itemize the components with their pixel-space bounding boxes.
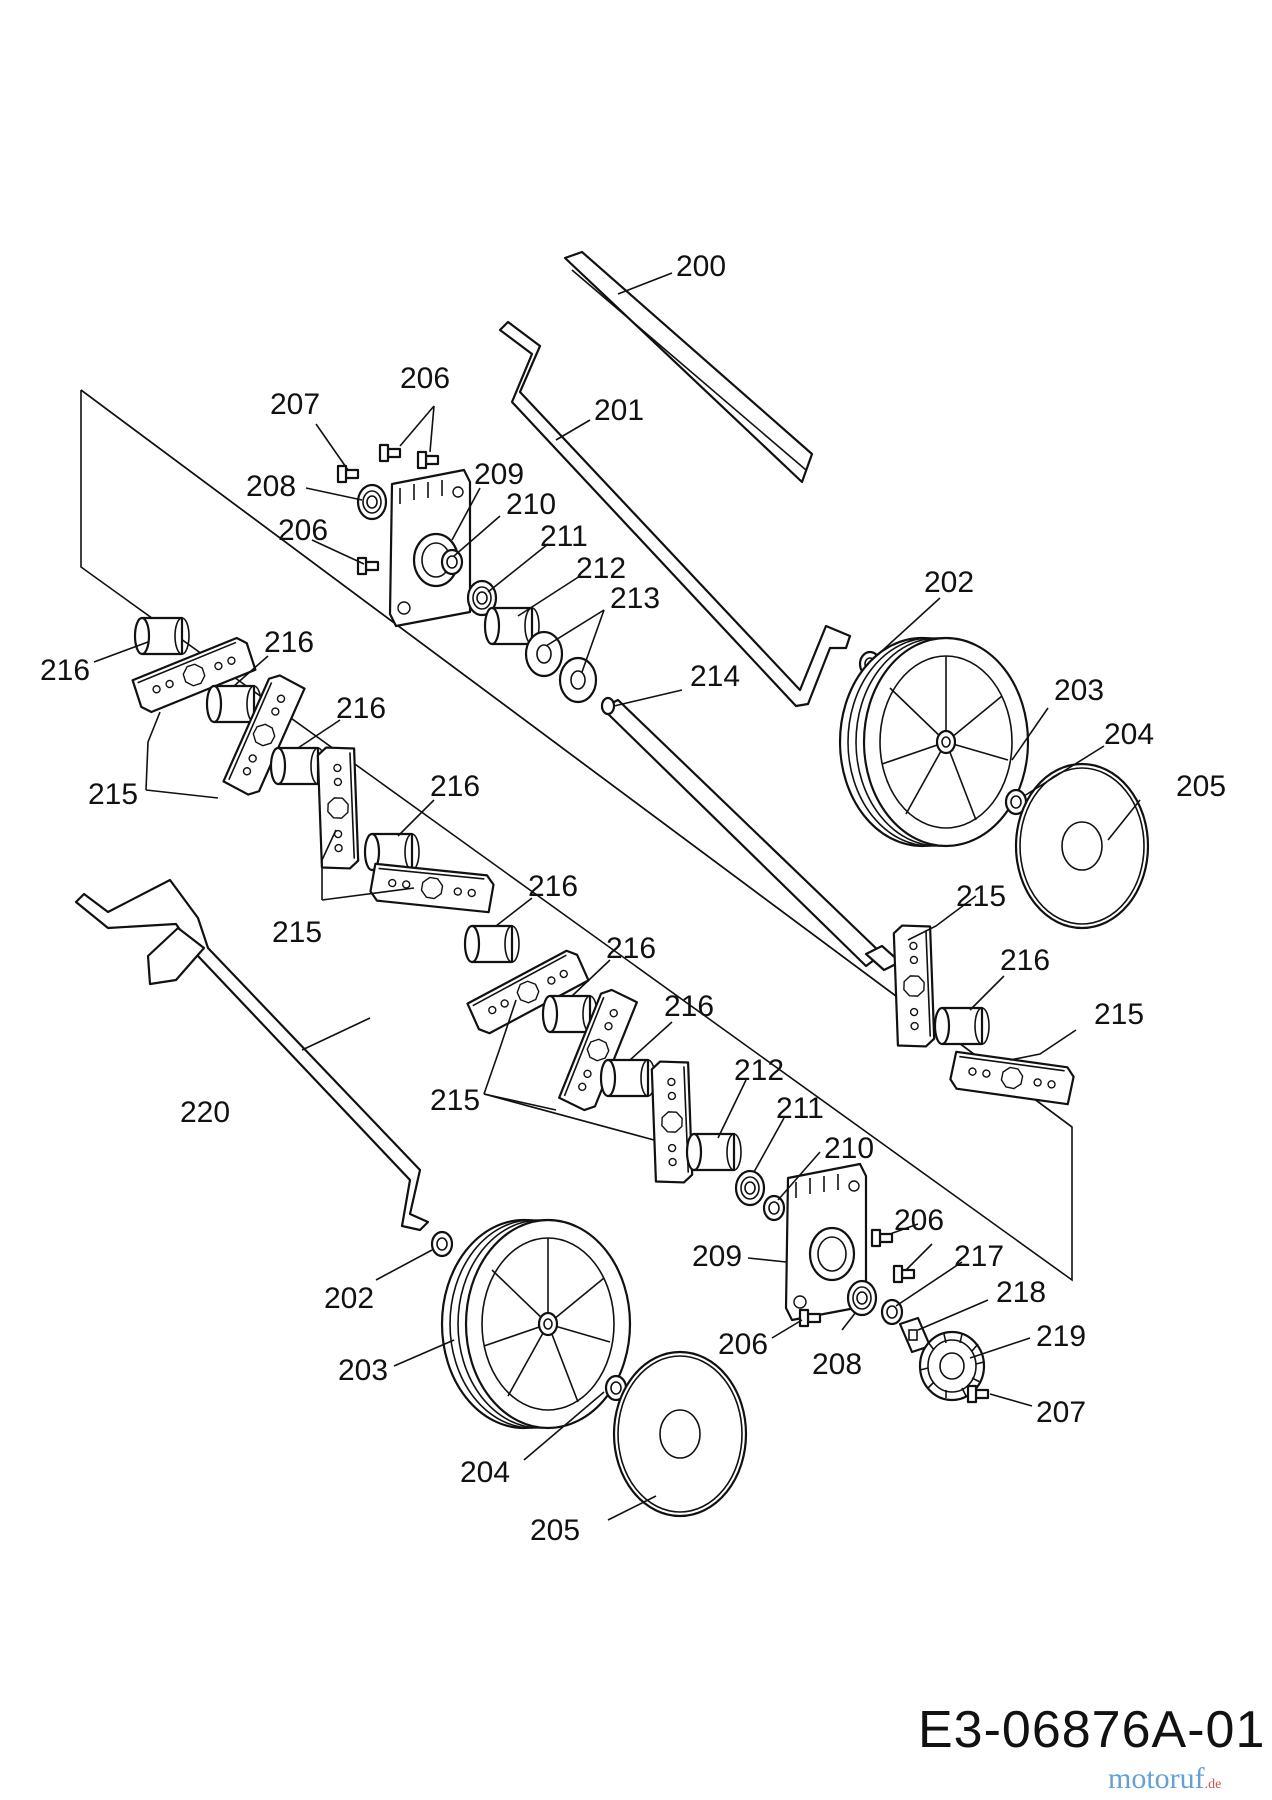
label-212: 212 [576, 552, 626, 585]
label-216: 216 [528, 870, 578, 903]
label-206: 206 [278, 514, 328, 547]
part-blade-3 [312, 746, 364, 870]
label-216: 216 [40, 654, 90, 687]
leader-lines [93, 272, 1141, 1521]
part-drive-shaft [600, 696, 902, 972]
part-right-lever [498, 320, 852, 708]
label-215: 215 [272, 916, 322, 949]
part-spacer-5 [463, 924, 521, 964]
part-washer-202-left [430, 1230, 454, 1258]
label-213: 213 [610, 582, 660, 615]
part-screw-206-c [356, 556, 380, 576]
part-washer-210-lower [762, 1194, 786, 1222]
label-210: 210 [824, 1132, 874, 1165]
label-214: 214 [690, 660, 740, 693]
label-215: 215 [956, 880, 1006, 913]
watermark-tld: .de [1204, 1777, 1222, 1792]
part-cover-strip [563, 250, 814, 484]
label-220: 220 [180, 1096, 230, 1129]
label-202: 202 [324, 1282, 374, 1315]
part-blade-4 [367, 854, 497, 922]
part-screw-206-d [870, 1228, 894, 1248]
label-210: 210 [506, 488, 556, 521]
part-bearing-208-lower [846, 1279, 878, 1317]
part-bearing-plate-upper [388, 468, 472, 628]
part-screw-207-lower [966, 1384, 990, 1404]
label-211: 211 [776, 1092, 824, 1125]
label-204: 204 [460, 1456, 510, 1489]
part-spacer-7 [599, 1058, 657, 1098]
part-spacer-8 [933, 1006, 991, 1046]
label-206: 206 [718, 1328, 768, 1361]
label-217: 217 [954, 1240, 1004, 1273]
label-216: 216 [336, 692, 386, 725]
label-206: 206 [894, 1204, 944, 1237]
part-wheel-right [838, 636, 1030, 848]
label-218: 218 [996, 1276, 1046, 1309]
label-208: 208 [812, 1348, 862, 1381]
document-code: E3-06876A-01 [918, 1701, 1266, 1759]
label-216: 216 [430, 770, 480, 803]
label-216: 216 [264, 626, 314, 659]
label-207: 207 [1036, 1396, 1086, 1429]
label-206: 206 [400, 362, 450, 395]
label-205: 205 [530, 1514, 580, 1547]
part-wheel-left [440, 1218, 632, 1430]
label-200: 200 [676, 250, 726, 283]
part-shims-213 [524, 630, 598, 704]
label-215: 215 [88, 778, 138, 811]
part-screw-207-upper [336, 464, 360, 484]
watermark-brand: motoruf [1108, 1762, 1205, 1795]
label-203: 203 [338, 1354, 388, 1387]
part-spacer-3 [269, 746, 327, 786]
label-209: 209 [692, 1240, 742, 1273]
label-207: 207 [270, 388, 320, 421]
part-screw-206-a [378, 443, 402, 463]
label-208: 208 [246, 470, 296, 503]
part-hubcap-left [612, 1350, 748, 1518]
part-blade-8 [888, 924, 940, 1048]
part-blade-9 [947, 1042, 1077, 1114]
part-spacer-1 [133, 616, 191, 656]
label-204: 204 [1104, 718, 1154, 751]
label-201: 201 [594, 394, 644, 427]
label-215: 215 [1094, 998, 1144, 1031]
label-211: 211 [540, 520, 588, 553]
part-left-lever [74, 878, 430, 1232]
label-202: 202 [924, 566, 974, 599]
label-209: 209 [474, 458, 524, 491]
label-216: 216 [606, 932, 656, 965]
label-203: 203 [1054, 674, 1104, 707]
part-spacer-212-lower [685, 1132, 743, 1172]
part-bearing-211-lower [734, 1169, 766, 1207]
part-bearing-upper [356, 483, 388, 521]
part-washer-210-upper [440, 548, 464, 576]
part-gear-219 [918, 1330, 986, 1402]
part-labels: 200 201 202 202 203 203 204 204 205 205 … [40, 250, 1226, 1547]
label-219: 219 [1036, 1320, 1086, 1353]
label-216: 216 [1000, 944, 1050, 977]
label-205: 205 [1176, 770, 1226, 803]
part-screw-206-b [416, 450, 440, 470]
label-215: 215 [430, 1084, 480, 1117]
watermark-logo: motoruf.de [1108, 1762, 1221, 1796]
label-212: 212 [734, 1054, 784, 1087]
label-216: 216 [664, 990, 714, 1023]
part-screw-206-e [892, 1264, 916, 1284]
